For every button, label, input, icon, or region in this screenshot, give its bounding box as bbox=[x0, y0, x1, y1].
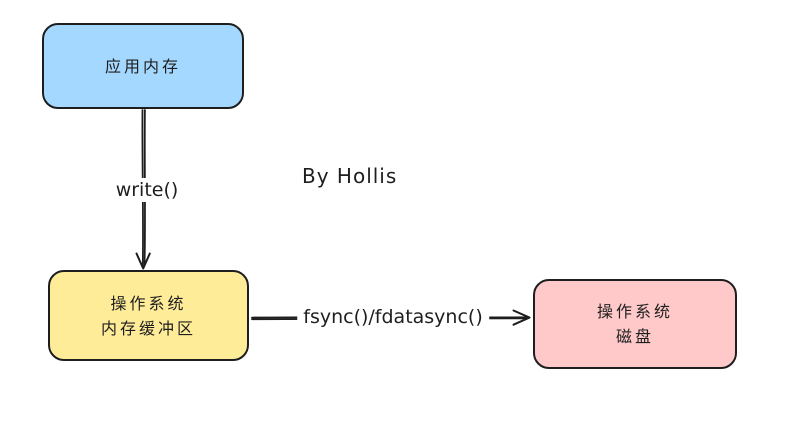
node-os-disk-label: 操作系统 磁盘 bbox=[596, 302, 673, 346]
node-os-buffer: 操作系统 内存缓冲区 bbox=[48, 270, 249, 361]
write-edge-label: write() bbox=[109, 178, 185, 202]
node-os-buffer-label: 操作系统 内存缓冲区 bbox=[100, 293, 196, 338]
node-app-memory-label: 应用内存 bbox=[104, 56, 181, 76]
node-app-memory: 应用内存 bbox=[42, 23, 244, 109]
write-arrowhead-icon bbox=[135, 252, 151, 270]
fsync-arrowhead-icon bbox=[512, 309, 531, 326]
fsync-edge-label: fsync()/fdatasync() bbox=[297, 305, 489, 329]
author-credit: By Hollis bbox=[302, 164, 398, 188]
node-os-disk: 操作系统 磁盘 bbox=[533, 279, 737, 369]
